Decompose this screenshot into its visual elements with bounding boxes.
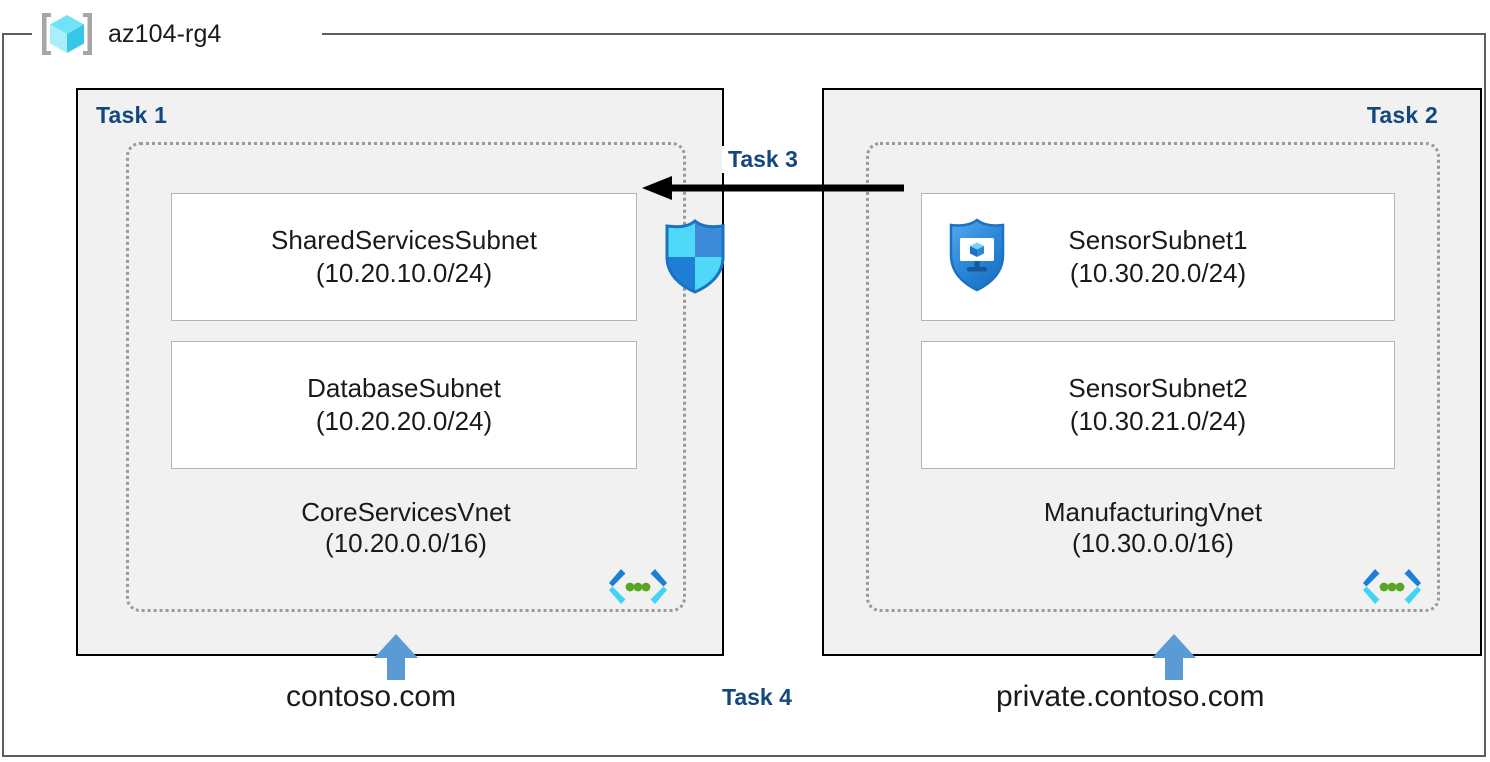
vnet-name: ManufacturingVnet	[1043, 497, 1263, 527]
dns-zone-label-public: contoso.com	[286, 680, 457, 713]
resource-group-frame	[2, 33, 1486, 757]
vnet-core-services: SharedServicesSubnet (10.20.10.0/24) Dat…	[126, 142, 725, 612]
task-2-label: Task 2	[1366, 102, 1438, 128]
vnet-cidr: (10.20.0.0/16)	[325, 527, 487, 558]
subnet-cidr: (10.30.21.0/24)	[1069, 406, 1247, 436]
peering-arrow-icon	[642, 176, 904, 200]
subnet-database: DatabaseSubnet (10.20.20.0/24)	[171, 341, 637, 469]
subnet-name: SensorSubnet2	[1068, 373, 1248, 404]
subnet-name: DatabaseSubnet	[307, 373, 501, 404]
subnet-cidr: (10.20.20.0/24)	[315, 406, 493, 436]
virtual-network-icon	[609, 569, 667, 604]
up-arrow-icon	[374, 634, 418, 680]
vnet-cidr: (10.30.0.0/16)	[1072, 527, 1234, 558]
resource-group-cube-icon	[42, 13, 92, 55]
subnet-shared-services: SharedServicesSubnet (10.20.10.0/24)	[171, 193, 637, 321]
task-3-label: Task 3	[722, 146, 804, 173]
task-1-label: Task 1	[96, 102, 168, 128]
resource-group-name: az104-rg4	[108, 19, 222, 48]
task-4-label: Task 4	[722, 684, 792, 710]
subnet-sensor-2: SensorSubnet2 (10.30.21.0/24)	[921, 341, 1395, 469]
resource-group-title: az104-rg4	[38, 6, 221, 62]
subnet-name: SharedServicesSubnet	[271, 225, 537, 256]
task-panel-1: Task 1 SharedServicesSubnet (10.20.10.0/…	[76, 88, 725, 656]
vnet-label-manufacturing: ManufacturingVnet (10.30.0.0/16)	[869, 497, 1437, 558]
task-panel-2: Task 2 SensorSubnet1 (10.30.20.0/24) Sen…	[822, 88, 1482, 656]
dns-zone-label-private: private.contoso.com	[996, 680, 1265, 713]
virtual-network-icon	[1363, 569, 1421, 604]
vnet-label-core-services: CoreServicesVnet (10.20.0.0/16)	[129, 497, 683, 558]
vnet-manufacturing: SensorSubnet1 (10.30.20.0/24) SensorSubn…	[866, 142, 1440, 612]
vnet-name: CoreServicesVnet	[301, 497, 511, 527]
shield-vm-icon	[949, 218, 1005, 292]
subnet-name: SensorSubnet1	[1068, 225, 1248, 256]
subnet-cidr: (10.30.20.0/24)	[1069, 258, 1247, 288]
up-arrow-icon	[1152, 634, 1196, 680]
shield-icon	[665, 219, 725, 294]
subnet-cidr: (10.20.10.0/24)	[315, 258, 493, 288]
